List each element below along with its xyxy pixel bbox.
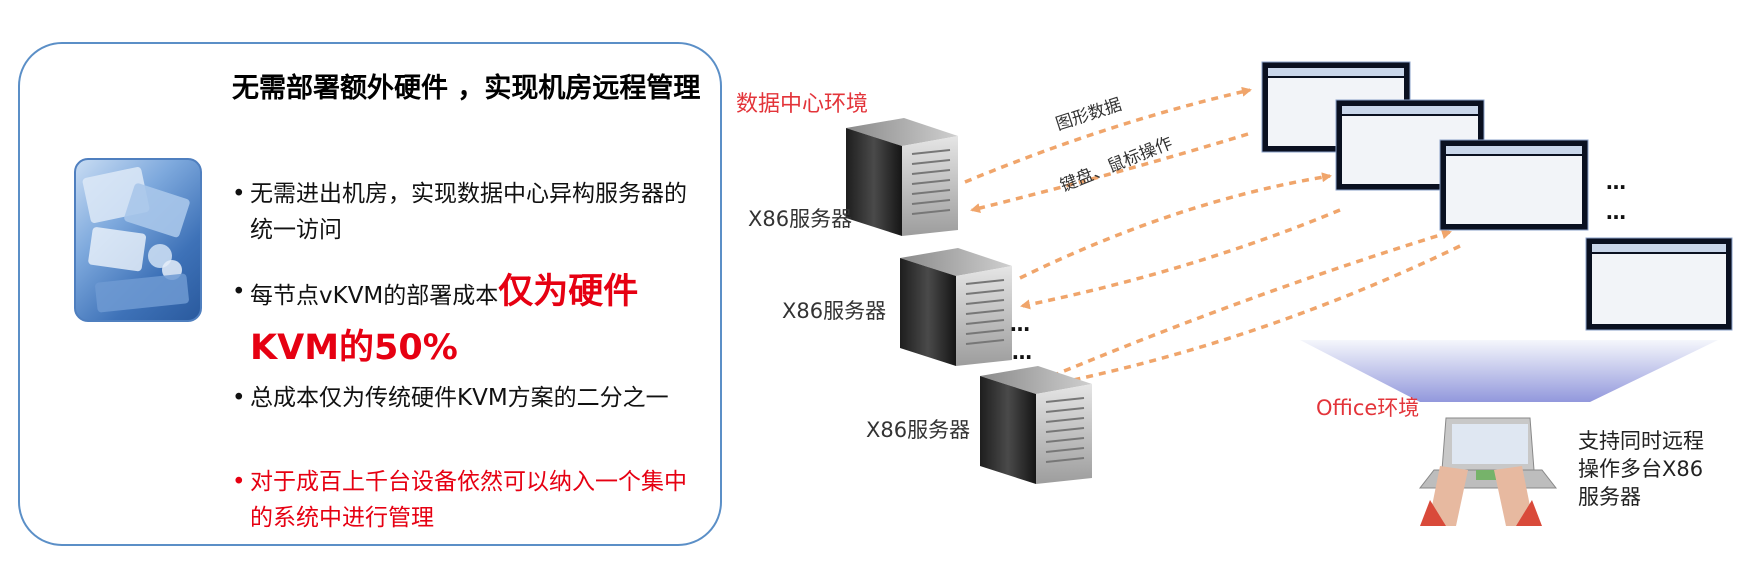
bullet-text-prefix: 每节点vKVM的部署成本 [250, 283, 499, 309]
bullet-text: 无需进出机房，实现数据中心异构服务器的统一访问 [250, 181, 687, 243]
bullet-text: 总成本仅为传统硬件KVM方案的二分之一 [250, 385, 669, 411]
ellipsis-screens-2: … [1606, 200, 1627, 224]
graphics-data-arrow [964, 86, 1252, 184]
ellipsis-servers-1: … [1010, 312, 1031, 336]
ellipsis-servers-2: … [1012, 340, 1033, 364]
panel-title: 无需部署额外硬件 ，实现机房远程管理 [232, 73, 701, 104]
data-flow-arrows [964, 86, 1461, 388]
input-arrow-2 [1020, 208, 1341, 310]
finance-image [74, 158, 202, 322]
server-tower-3 [980, 366, 1092, 484]
projection-beam [1300, 340, 1718, 402]
office-label: Office环境 [1316, 396, 1420, 420]
laptop-user-illustration [1418, 417, 1558, 526]
server-label-3: X86服务器 [866, 418, 971, 442]
bullet-1: • 无需进出机房，实现数据中心异构服务器的统一访问 [232, 176, 708, 248]
graphics-arrow-3 [1051, 229, 1452, 378]
graphics-arrow-2 [1019, 172, 1332, 280]
remote-screen-3 [1439, 139, 1589, 231]
cost-highlight: 仅为硬件KVM的50% [250, 272, 639, 368]
input-arrow-1 [970, 132, 1249, 213]
ellipsis-screens-1: … [1606, 170, 1627, 194]
datacenter-label: 数据中心环境 [736, 92, 869, 117]
bullet-4: • 对于成百上千台设备依然可以纳入一个集中的系统中进行管理 [232, 464, 708, 536]
bullet-marker: • [232, 385, 246, 411]
server-label-2: X86服务器 [782, 299, 887, 323]
remote-screen-4 [1585, 237, 1733, 331]
support-line-1: 支持同时远程 [1578, 429, 1704, 453]
server-tower-1 [846, 118, 958, 236]
support-line-3: 服务器 [1578, 485, 1641, 509]
server-label-1: X86服务器 [748, 207, 853, 231]
bullet-marker: • [232, 181, 246, 207]
bullet-text: 对于成百上千台设备依然可以纳入一个集中的系统中进行管理 [250, 469, 687, 531]
bullet-marker: • [232, 469, 246, 495]
server-tower-2 [900, 248, 1012, 366]
support-description: 支持同时远程 操作多台X86 服务器 [1578, 427, 1704, 511]
bullet-3: • 总成本仅为传统硬件KVM方案的二分之一 [232, 380, 708, 416]
support-line-2: 操作多台X86 [1578, 457, 1704, 481]
bullet-text: 每节点vKVM的部署成本仅为硬件KVM的50% [232, 266, 708, 378]
bullet-marker: • [232, 279, 246, 305]
bullet-2: • 每节点vKVM的部署成本仅为硬件KVM的50% [232, 266, 708, 378]
